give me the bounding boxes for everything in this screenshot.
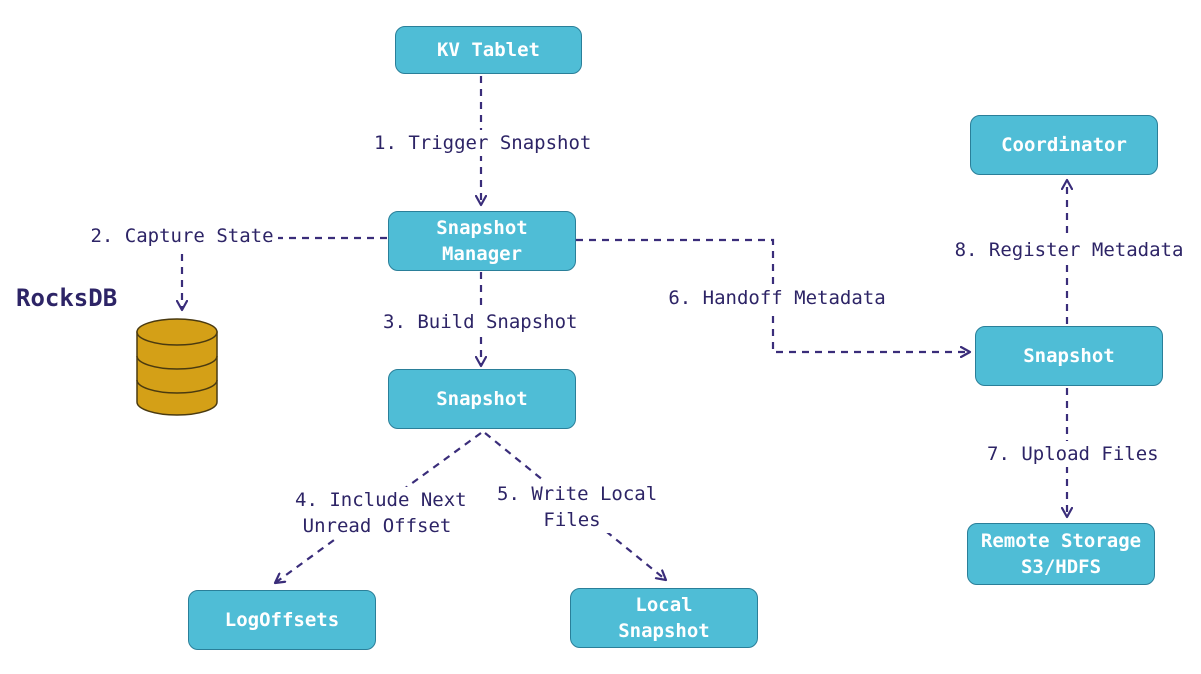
edge-label-handoff: 6. Handoff Metadata [659, 285, 895, 311]
edge-label-trigger: 1. Trigger Snapshot [371, 130, 591, 156]
kv-tablet-label: KV Tablet [437, 39, 540, 61]
snapshot-manager-node: Snapshot Manager [388, 211, 576, 271]
coordinator-node: Coordinator [970, 115, 1158, 175]
edge-include [275, 432, 482, 583]
edge-label-build: 3. Build Snapshot [380, 309, 580, 335]
snapshot-right-node: Snapshot [975, 326, 1163, 386]
local-snapshot-label-line1: Local [635, 594, 693, 616]
snapshot-right-label: Snapshot [1023, 345, 1115, 367]
remote-storage-node: Remote Storage S3/HDFS [967, 523, 1155, 585]
log-offsets-node: LogOffsets [188, 590, 376, 650]
edge-capture [182, 236, 387, 310]
local-snapshot-label-line2: Snapshot [618, 620, 710, 642]
edge-label-register: 8. Register Metadata [946, 237, 1192, 263]
snapshot-manager-label-line1: Snapshot [436, 217, 528, 239]
rocksdb-database-icon [136, 318, 218, 416]
snapshot-node: Snapshot [388, 369, 576, 429]
snapshot-label: Snapshot [436, 388, 528, 410]
edge-label-include: 4. Include Next Unread Offset [292, 487, 467, 539]
log-offsets-label: LogOffsets [224, 609, 340, 631]
remote-storage-label-line1: Remote Storage [980, 530, 1142, 552]
rocksdb-label: RocksDB [16, 284, 118, 312]
kv-tablet-node: KV Tablet [395, 26, 582, 74]
snapshot-manager-label-line2: Manager [441, 243, 523, 265]
remote-storage-label-line2: S3/HDFS [1020, 556, 1102, 578]
local-snapshot-node: Local Snapshot [570, 588, 758, 648]
coordinator-label: Coordinator [1001, 134, 1127, 156]
edge-label-capture: 2. Capture State [86, 223, 278, 249]
edge-label-write: 5. Write Local Files [494, 481, 657, 533]
edge-label-upload: 7. Upload Files [984, 441, 1159, 467]
